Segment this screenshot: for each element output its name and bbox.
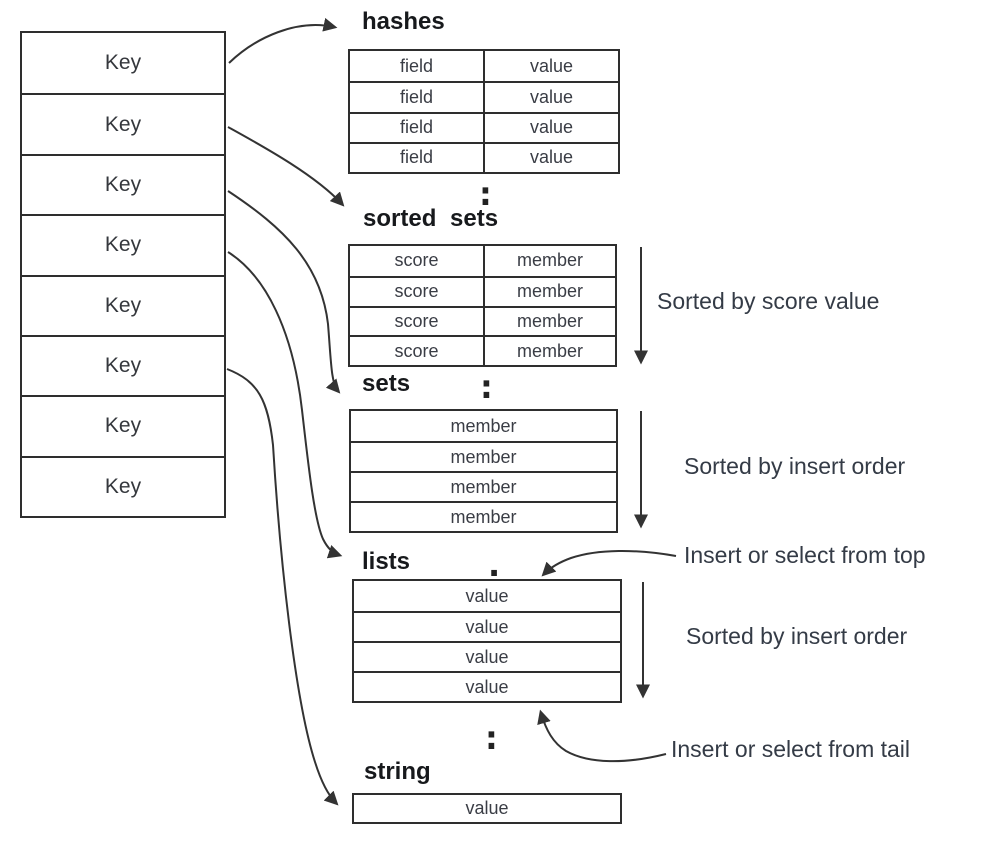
sorted-sets-score-cell: score: [394, 250, 439, 271]
sets-member-cell: member: [351, 471, 616, 501]
arrow-key2-to-sorted-sets: [227, 126, 345, 207]
hashes-label: hashes: [362, 8, 445, 35]
hashes-value-cell: value: [483, 81, 618, 112]
sorted-sets-table: score member score member score member s…: [348, 244, 617, 367]
sets-member-cell: member: [351, 441, 616, 471]
arrow-insert-from-tail: [537, 709, 667, 763]
sets-member-cell: member: [351, 501, 616, 531]
sets-label: sets: [362, 370, 411, 397]
sets-member-cell: member: [450, 415, 517, 436]
sorted-sets-score-cell: score: [350, 275, 483, 306]
key-cell: Key: [22, 455, 224, 516]
arrow-key4-to-lists: [227, 251, 343, 559]
arrow-key6-to-string: [226, 368, 339, 806]
hashes-ellipsis: :: [479, 175, 492, 213]
hashes-field-cell: field: [350, 111, 483, 142]
insert-from-tail-note: Insert or select from tail: [671, 736, 911, 762]
sorted-by-score-note: Sorted by score value: [657, 288, 880, 314]
sorted-sets-member-cell: member: [483, 335, 615, 365]
key-cell: Key: [22, 214, 224, 274]
insert-from-top-note: Insert or select from top: [684, 542, 926, 568]
key-table: Key Key Key Key Key Key Key Key: [20, 31, 226, 518]
hashes-value-cell: value: [483, 111, 618, 142]
arrow-insert-from-top: [541, 549, 677, 577]
hashes-field-cell: field: [350, 141, 483, 172]
sorted-sets-score-cell: score: [350, 335, 483, 365]
string-label: string: [364, 758, 431, 785]
arrow-key3-to-sets: [227, 190, 341, 394]
sorted-sets-ellipsis: :: [480, 368, 493, 406]
string-table: value: [352, 793, 622, 824]
sorted-sets-score-cell: score: [350, 305, 483, 336]
hashes-field-cell: field: [350, 81, 483, 111]
sets-insert-order-note: Sorted by insert order: [684, 453, 906, 479]
hashes-value-cell: value: [483, 141, 618, 172]
sorted-sets-member-cell: member: [483, 246, 615, 276]
key-cell: Key: [22, 153, 224, 214]
arrow-key1-to-hashes: [228, 17, 338, 64]
lists-insert-order-note: Sorted by insert order: [686, 623, 908, 649]
lists-top-ellipsis: .: [488, 546, 501, 584]
lists-value-cell: value: [354, 611, 620, 641]
key-cell: Key: [104, 51, 142, 75]
lists-table: value value value value: [352, 579, 622, 703]
hashes-value-cell: value: [483, 51, 618, 82]
hashes-table: field value field value field value fiel…: [348, 49, 620, 174]
lists-value-cell: value: [354, 671, 620, 701]
lists-bottom-ellipsis: :: [485, 719, 498, 757]
sorted-sets-member-cell: member: [483, 305, 615, 336]
sorted-sets-member-cell: member: [483, 275, 615, 306]
sets-table: member member member member: [349, 409, 618, 533]
lists-label: lists: [362, 548, 411, 575]
key-cell: Key: [22, 395, 224, 455]
key-cell: Key: [22, 93, 224, 153]
sorted-sets-label: sorted sets: [363, 205, 499, 232]
key-cell: Key: [22, 274, 224, 335]
lists-value-cell: value: [354, 641, 620, 671]
hashes-field-cell: field: [399, 55, 434, 76]
lists-value-cell: value: [465, 585, 509, 606]
key-cell: Key: [22, 334, 224, 395]
string-value-cell: value: [465, 798, 509, 818]
